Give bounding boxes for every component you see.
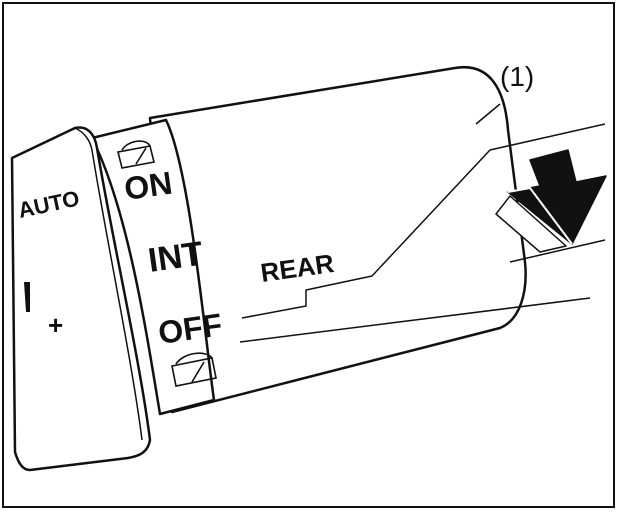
down-arrow-icon — [507, 149, 607, 245]
callout-number: (1) — [500, 61, 534, 92]
rear-leader-line — [241, 149, 491, 319]
lever-body — [148, 65, 527, 414]
position-guide-line — [239, 297, 591, 343]
int-label: INT — [146, 235, 206, 280]
auto-knob-edge — [74, 127, 143, 441]
off-label: OFF — [156, 306, 224, 351]
rear-wiper-icon — [117, 140, 155, 169]
switch-ring-edge — [165, 119, 215, 401]
on-label: ON — [122, 165, 175, 207]
plus-label: + — [48, 310, 63, 340]
arrow-shadow — [495, 195, 567, 253]
callout-leader-line — [475, 103, 501, 125]
rear-wiper-icon — [171, 352, 217, 387]
lever-bottom-guide-line — [509, 239, 606, 263]
auto-knob — [10, 126, 152, 472]
arrow-bevel — [507, 186, 573, 245]
knob-indicator — [24, 282, 30, 312]
lever-top-guide-line — [489, 123, 606, 151]
